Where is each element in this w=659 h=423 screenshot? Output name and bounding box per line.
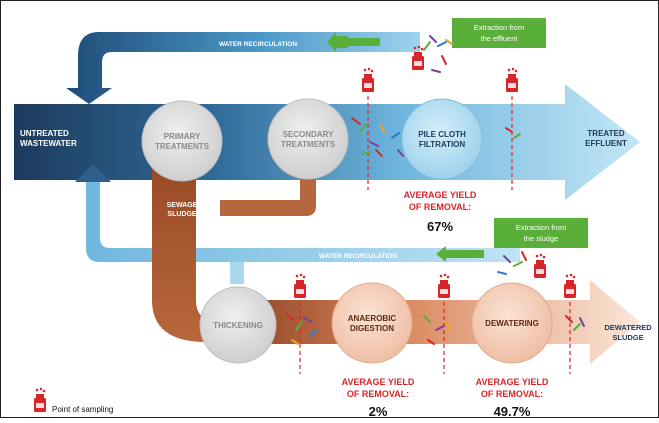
secondary-label-2: TREATMENTS (281, 140, 336, 149)
sampling-point-6 (564, 273, 576, 374)
dewatering-yield-value: 49.7% (494, 404, 531, 418)
green-arrow-shaft-mid (446, 250, 484, 258)
dewatering-label: DEWATERING (485, 319, 539, 328)
untreated-label-2: WASTEWATER (20, 139, 77, 148)
sampling-point-4 (294, 273, 306, 374)
thickening-label: THICKENING (213, 321, 263, 330)
extraction-effluent-line2: the effluent (481, 34, 519, 43)
water-recirculation-top-label: WATER RECIRCULATION (219, 41, 297, 48)
digestion-yield: AVERAGE YIELD OF REMOVAL: 2% (342, 377, 415, 419)
primary-label-1: PRIMARY (164, 132, 201, 141)
sampling-point-1 (362, 67, 374, 190)
sewage-sludge-label-1: SEWAGE (167, 202, 198, 209)
mid-recirculation-flow: WATER RECIRCULATION (75, 164, 520, 284)
untreated-label-1: UNTREATED (20, 129, 69, 138)
filtration-yield: AVERAGE YIELD OF REMOVAL: 67% (404, 190, 477, 234)
sewage-sludge-flow: SEWAGE SLUDGE (152, 166, 316, 342)
extraction-effluent-line1: Extraction from (474, 23, 524, 32)
secondary-treatments-node: SECONDARY TREATMENTS (267, 98, 349, 180)
microfiber-particles (285, 35, 585, 345)
primary-label-2: TREATMENTS (155, 142, 210, 151)
legend-label: Point of sampling (52, 405, 113, 414)
filtration-yield-value: 67% (427, 219, 453, 234)
top-recirculation-flow: WATER RECIRCULATION (66, 32, 420, 104)
extraction-effluent-box: Extraction from the effluent (452, 18, 546, 48)
filtration-yield-label-2: OF REMOVAL: (409, 202, 471, 212)
treated-label-2: EFFLUENT (585, 139, 627, 148)
recirculation-drop (230, 262, 244, 284)
water-recirculation-mid-label: WATER RECIRCULATION (319, 253, 397, 260)
anaerobic-label-1: ANAEROBIC (348, 314, 397, 323)
green-arrow-shaft (340, 38, 380, 46)
pile-cloth-filtration-node: PILE CLOTH FILTRATION (401, 98, 483, 180)
sewage-sludge-label-2: SLUDGE (167, 211, 197, 218)
dewatering-node: DEWATERING (471, 282, 553, 364)
sampling-point-2 (506, 67, 518, 190)
legend: Point of sampling (34, 387, 113, 414)
green-left-arrow-icon (327, 32, 348, 52)
sampling-points (294, 45, 576, 374)
extraction-sludge-line1: Extraction from (516, 223, 566, 232)
anaerobic-label-2: DIGESTION (350, 324, 394, 333)
thickening-node: THICKENING (199, 286, 277, 364)
sampling-point-7 (534, 253, 546, 278)
extraction-sludge-box: Extraction from the sludge (494, 218, 588, 248)
extraction-sludge-line2: the sludge (524, 234, 559, 243)
dewatered-label-1: DEWATERED (604, 323, 652, 332)
anaerobic-digestion-node: ANAEROBIC DIGESTION (331, 282, 413, 364)
digestion-yield-label-1: AVERAGE YIELD (342, 377, 415, 387)
primary-treatments-node: PRIMARY TREATMENTS (141, 100, 223, 182)
pile-cloth-label-1: PILE CLOTH (418, 130, 466, 139)
up-arrow-icon (75, 164, 111, 182)
dewatered-label-2: SLUDGE (612, 333, 643, 342)
sampling-point-5 (438, 273, 450, 374)
green-left-arrow-mid-icon (436, 246, 446, 262)
filtration-yield-label-1: AVERAGE YIELD (404, 190, 477, 200)
digestion-yield-value: 2% (369, 404, 388, 418)
dewatering-yield: AVERAGE YIELD OF REMOVAL: 49.7% (476, 377, 549, 419)
pile-cloth-label-2: FILTRATION (419, 140, 466, 149)
secondary-label-1: SECONDARY (283, 130, 334, 139)
dewatering-yield-label-1: AVERAGE YIELD (476, 377, 549, 387)
digestion-yield-label-2: OF REMOVAL: (347, 389, 409, 399)
sampling-bottle-icon (34, 387, 46, 412)
dewatering-yield-label-2: OF REMOVAL: (481, 389, 543, 399)
treated-label-1: TREATED (587, 129, 624, 138)
